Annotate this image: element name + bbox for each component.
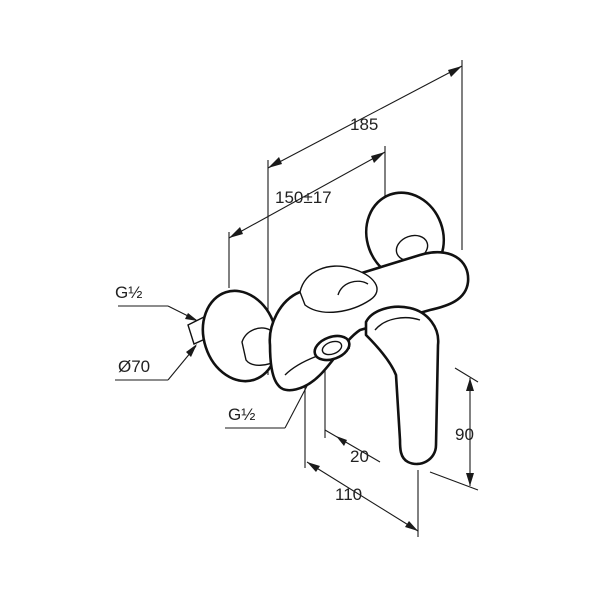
outlet-spout	[313, 334, 351, 362]
dim-height	[429, 367, 479, 491]
lever-handle	[364, 305, 440, 466]
dim-label-escutcheon-diameter: Ø70	[118, 357, 150, 376]
dim-label-depth: 110	[335, 485, 362, 504]
dim-label-overall-width: 185	[350, 115, 378, 134]
dim-outlet-offset	[324, 352, 381, 463]
dim-label-center-distance: 150±17	[275, 188, 332, 207]
dim-label-inlet-thread: G½	[115, 283, 142, 302]
dim-label-height: 90	[455, 425, 474, 444]
dim-label-outlet-thread: G½	[228, 405, 255, 424]
dim-label-outlet-offset: 20	[350, 447, 369, 466]
dim-center-distance	[228, 146, 386, 288]
leader-escutcheon-diameter	[115, 344, 197, 381]
leader-inlet-thread	[118, 305, 198, 321]
